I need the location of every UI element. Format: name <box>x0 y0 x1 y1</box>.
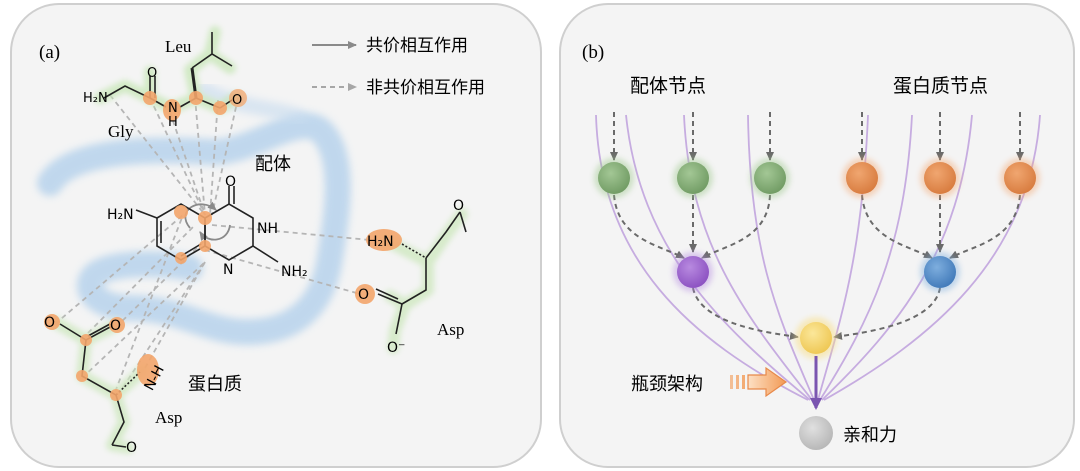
atom-o-asp-acid: O <box>358 287 369 303</box>
label-leu: Leu <box>165 37 192 56</box>
panel-b-tag: (b) <box>582 42 604 63</box>
atom-h2n-ring: H₂N <box>107 207 134 223</box>
ligand-molecule: H₂N O NH N NH₂ <box>107 174 308 280</box>
bottleneck-node <box>800 322 832 354</box>
protein-pool-node <box>924 256 956 288</box>
legend-noncovalent-label: 非共价相互作用 <box>366 78 485 98</box>
asp-bottom-residue: O O N-H O <box>44 314 168 456</box>
affinity-label: 亲和力 <box>843 425 897 446</box>
protein-node-1 <box>846 162 878 194</box>
atom-o-bl-left: O <box>44 315 55 331</box>
gly-leu-peptide: H₂N O N H O <box>83 26 247 130</box>
atom-o-gly: O <box>147 66 157 81</box>
affinity-node <box>799 416 833 450</box>
atom-o-bl-right: O <box>110 318 121 334</box>
ligand-pool-node <box>677 256 709 288</box>
label-protein: 蛋白质 <box>188 374 242 395</box>
ligand-node-3 <box>754 162 786 194</box>
atom-o-leu: O <box>232 93 242 108</box>
panel-b: 配体节点 蛋白质节点 瓶颈架构 亲和力 (b) <box>559 3 1075 468</box>
protein-nodes <box>842 158 1040 198</box>
protein-node-2 <box>924 162 956 194</box>
atom-h-gly: H <box>168 115 178 130</box>
atom-o-asp-top: O <box>453 198 464 214</box>
atom-o-ring: O <box>225 174 236 190</box>
bottleneck-label: 瓶颈架构 <box>631 374 703 395</box>
legend: 共价相互作用 非共价相互作用 <box>312 36 485 98</box>
label-ligand: 配体 <box>255 154 291 175</box>
panel-a-tag: (a) <box>39 42 60 63</box>
protein-ribbon <box>37 113 351 346</box>
panel-a: H₂N O N H O Leu Gly H₂N O NH N NH₂ <box>10 3 542 468</box>
ligand-nodes-label: 配体节点 <box>630 75 706 97</box>
atom-h2n-asp: H₂N <box>367 234 394 250</box>
label-asp-bottom: Asp <box>155 408 182 427</box>
atom-h2n-gly: H₂N <box>83 91 108 106</box>
asp-right-residue: H₂N O O O⁻ <box>355 198 468 356</box>
atom-o-bl-bottom: O <box>126 440 137 456</box>
panel-b-frame <box>559 3 1075 468</box>
label-asp-right: Asp <box>437 320 464 339</box>
ligand-node-2 <box>677 162 709 194</box>
ligand-node-1 <box>598 162 630 194</box>
label-gly: Gly <box>108 122 134 141</box>
input-arrows <box>610 112 1024 161</box>
atom-nh-gly: N <box>168 101 178 116</box>
protein-nodes-label: 蛋白质节点 <box>893 75 988 97</box>
panel-a-frame <box>10 3 542 468</box>
atom-n-ring: N <box>223 262 233 278</box>
ligand-nodes <box>594 158 790 198</box>
bottleneck-arrow <box>730 366 788 398</box>
atom-nh2-ring: NH₂ <box>281 264 308 280</box>
legend-covalent-label: 共价相互作用 <box>366 36 468 56</box>
atom-nh-ring: NH <box>257 221 278 237</box>
protein-node-3 <box>1004 162 1036 194</box>
atom-o-minus: O⁻ <box>387 340 405 356</box>
pool-arrows <box>613 194 1021 340</box>
